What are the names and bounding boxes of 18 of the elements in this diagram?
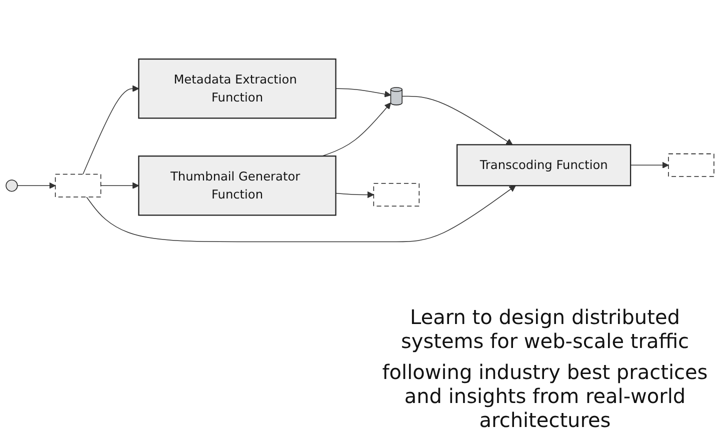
node-cylinder xyxy=(390,86,402,105)
arrow xyxy=(100,182,140,189)
node-box: Transcoding Function xyxy=(456,144,632,186)
arrow xyxy=(630,161,669,168)
node-person xyxy=(6,179,18,192)
arrow xyxy=(335,88,392,97)
node-box: Metadata Extraction Function xyxy=(138,58,336,118)
arrow xyxy=(402,95,513,145)
arrow xyxy=(82,84,140,174)
arrow xyxy=(17,182,56,189)
tagline-text: Learn to design distributed systems for web-scale traffic xyxy=(400,305,690,353)
node-bucket xyxy=(54,174,102,197)
arrow xyxy=(86,184,516,242)
tagline-text: following industry best practices and insights from real-world architectures xyxy=(381,360,709,432)
node-bucket xyxy=(668,153,714,177)
arrow xyxy=(335,191,374,198)
node-box: Thumbnail Generator Function xyxy=(138,155,336,216)
node-bucket xyxy=(373,182,420,206)
